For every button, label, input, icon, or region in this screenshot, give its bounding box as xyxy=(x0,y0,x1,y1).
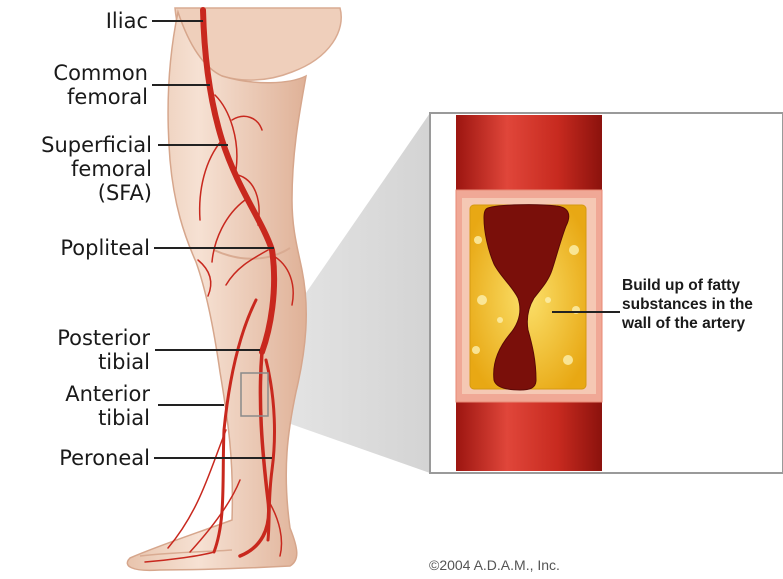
cross-section xyxy=(456,190,602,402)
label-popliteal: Popliteal xyxy=(10,236,150,260)
plaque-callout-text: Build up of fatty substances in the wall… xyxy=(622,276,782,333)
leg-silhouette xyxy=(127,12,306,570)
label-iliac: Iliac xyxy=(40,9,148,33)
label-peroneal: Peroneal xyxy=(10,446,150,470)
label-common-femoral: Common femoral xyxy=(20,61,148,109)
label-superficial-femoral: Superficial femoral (SFA) xyxy=(4,133,152,205)
label-anterior-tibial: Anterior tibial xyxy=(10,382,150,430)
label-posterior-tibial: Posterior tibial xyxy=(10,326,150,374)
copyright-notice: ©2004 A.D.A.M., Inc. xyxy=(429,557,560,573)
